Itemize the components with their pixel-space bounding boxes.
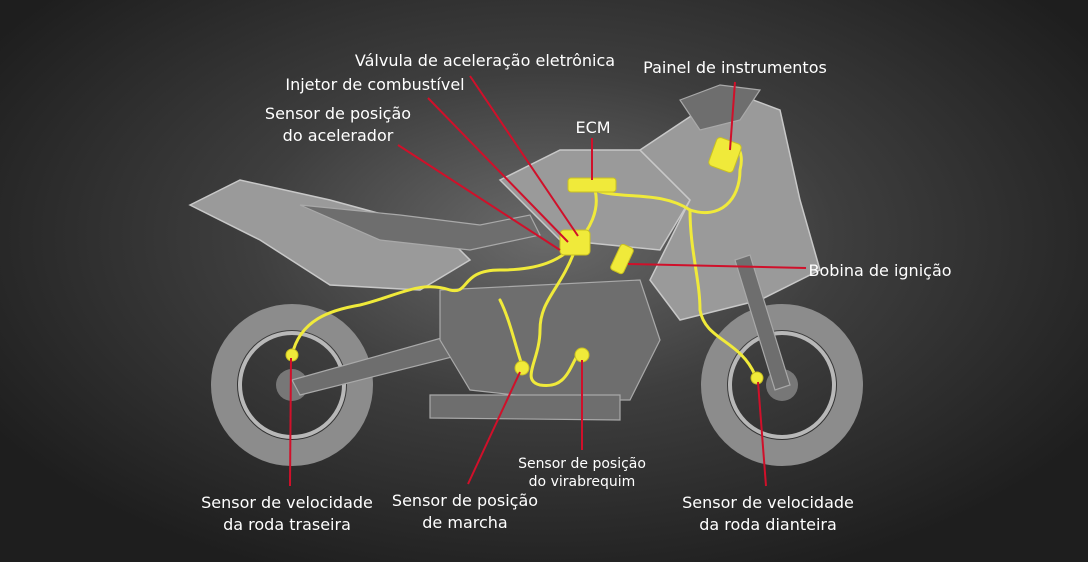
leader-fuel-injector — [427, 97, 569, 243]
label-fuel-injector: Injetor de combustível — [285, 75, 464, 94]
leader-lines — [289, 75, 807, 487]
harness-front-wheel — [688, 208, 757, 377]
rear-speed-sensor-part — [285, 348, 299, 362]
label-gear-sensor-line2: de marcha — [422, 513, 507, 532]
ecm-unit — [567, 177, 617, 193]
label-crank-sensor-line2: do virabrequim — [529, 474, 636, 490]
ignition-coil-part — [610, 243, 634, 275]
harness-engine — [529, 248, 584, 387]
leader-gear-sensor — [467, 371, 521, 485]
label-throttle-sensor-line2: do acelerador — [283, 126, 394, 145]
label-throttle-valve: Válvula de aceleração eletrônica — [355, 51, 615, 70]
leader-instrument-panel — [729, 81, 736, 151]
label-ignition-coil: Bobina de ignição — [808, 261, 951, 280]
label-gear-sensor-line1: Sensor de posição — [392, 491, 538, 510]
leader-rear-speed — [289, 357, 292, 487]
leader-ignition-coil — [627, 263, 807, 269]
front-speed-sensor-part — [750, 371, 764, 385]
motorcycle-illustration — [188, 84, 863, 466]
front-fork — [734, 254, 791, 391]
leader-throttle-valve — [469, 75, 579, 237]
label-rear-speed-line1: Sensor de velocidade — [201, 493, 373, 512]
labels: Válvula de aceleração eletrônica Injetor… — [201, 51, 951, 534]
crank-sensor-part — [574, 347, 590, 363]
label-ecm: ECM — [575, 118, 610, 137]
label-instrument-panel: Painel de instrumentos — [643, 58, 827, 77]
wiring-harness — [285, 137, 764, 387]
front-wheel — [701, 304, 863, 466]
leader-front-speed — [757, 381, 767, 487]
exhaust — [429, 394, 621, 421]
harness-gear — [498, 298, 524, 367]
throttle-body — [559, 229, 591, 256]
label-rear-speed-line2: da roda traseira — [223, 515, 351, 534]
gear-sensor-part — [514, 360, 530, 376]
tail-section — [188, 179, 472, 291]
label-crank-sensor-line1: Sensor de posição — [518, 456, 646, 472]
label-front-speed-line1: Sensor de velocidade — [682, 493, 854, 512]
seat — [299, 204, 541, 251]
leader-throttle-sensor — [397, 144, 561, 251]
label-throttle-sensor-line1: Sensor de posição — [265, 104, 411, 123]
label-front-speed-line2: da roda dianteira — [699, 515, 837, 534]
windscreen — [679, 84, 762, 131]
